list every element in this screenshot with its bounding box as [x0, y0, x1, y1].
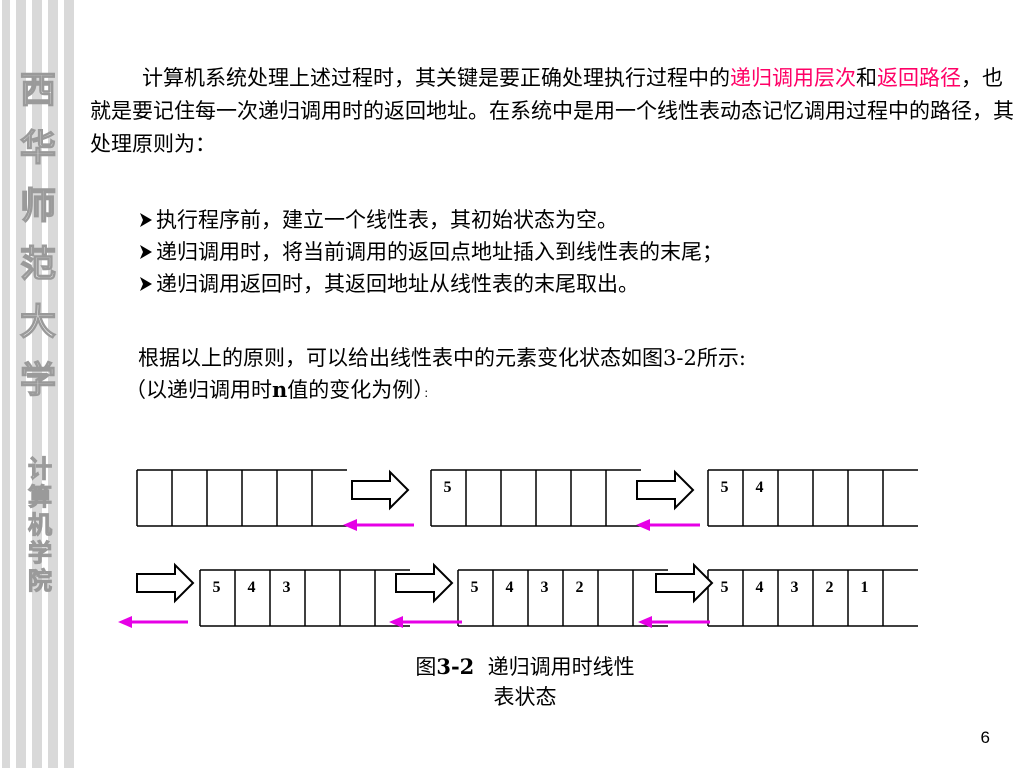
list-item-text: 执行程序前，建立一个线性表，其初始状态为空。: [156, 208, 618, 232]
table-cell-value: 5: [444, 479, 452, 496]
left-decorative-stripes: [0, 0, 80, 768]
list-item: 执行程序前，建立一个线性表，其初始状态为空。: [138, 204, 723, 236]
sidebar-char: 计: [28, 455, 53, 484]
return-arrow-icon: [389, 616, 403, 628]
caption-line-1: 图3-2 递归调用时线性: [360, 652, 690, 682]
sidebar-college-name: 计 算 机 学 院: [24, 455, 56, 596]
figure-intro-text: 根据以上的原则，可以给出线性表中的元素变化状态如图3-2所示:: [138, 346, 746, 370]
arrow-bullet-icon: [140, 245, 152, 259]
list-item-text: 递归调用返回时，其返回地址从线性表的末尾取出。: [156, 272, 639, 296]
sidebar-char: 院: [28, 567, 53, 596]
arrow-bullet-icon: [140, 213, 152, 227]
return-arrow-icon: [636, 519, 650, 531]
return-arrow-icon: [638, 616, 652, 628]
table-cell-value: 4: [248, 579, 256, 596]
return-arrow-icon: [118, 616, 132, 628]
sidebar-char: 算: [28, 483, 53, 512]
caption-title-2: 表状态: [493, 685, 557, 709]
sidebar-char: 西: [19, 69, 56, 111]
table-cell-value: 5: [721, 579, 729, 596]
highlight-recursion-level: 递归调用层次: [730, 66, 856, 90]
table-cell-value: 1: [861, 579, 869, 596]
list-item: 递归调用返回时，其返回地址从线性表的末尾取出。: [138, 268, 723, 300]
note-text-after: 值的变化为例）: [287, 378, 424, 402]
return-arrow-icon: [343, 519, 357, 531]
note-variable-n: n: [272, 377, 288, 402]
list-item-text: 递归调用时，将当前调用的返回点地址插入到线性表的末尾；: [156, 240, 723, 264]
forward-arrow-icon: [395, 562, 454, 604]
page-number: 6: [980, 728, 990, 747]
forward-arrow-icon: [351, 469, 410, 511]
table-cell-value: 4: [506, 579, 514, 596]
sidebar-char: 机: [28, 511, 53, 540]
caption-title-1: 递归调用时线性: [487, 655, 635, 679]
sidebar-char: 学: [19, 359, 56, 401]
caption-prefix: 图: [415, 655, 437, 679]
forward-arrow-icon: [136, 562, 195, 604]
table-cell-value: 2: [826, 579, 834, 596]
table-cell-value: 3: [791, 579, 799, 596]
arrow-bullet-icon: [140, 277, 152, 291]
sidebar-char: 范: [19, 243, 56, 285]
intro-text-1: 计算机系统处理上述过程时，其关键是要正确处理执行过程中的: [142, 66, 730, 90]
sidebar-char: 大: [19, 301, 56, 343]
intro-text-2: 和: [856, 66, 877, 90]
figure-intro-note: （以递归调用时n值的变化为例）：: [125, 373, 1005, 411]
table-cell-value: 3: [541, 579, 549, 596]
highlight-return-path: 返回路径: [877, 66, 961, 90]
forward-arrow-icon: [655, 562, 714, 604]
note-text-before: （以递归调用时: [125, 378, 272, 402]
note-colon: ：: [423, 389, 434, 400]
sidebar-char: 华: [19, 127, 56, 169]
intro-paragraph: 计算机系统处理上述过程时，其关键是要正确处理执行过程中的递归调用层次和返回路径，…: [90, 62, 1020, 161]
table-cell-value: 5: [471, 579, 479, 596]
sidebar-university-name: 西 华 师 范 大 学: [18, 62, 58, 410]
table-cell-value: 2: [576, 579, 584, 596]
intro-text-3: ，也就是要记住每一次递归调用时的返回地址。在系统中是用一个线性表动态记忆调用过程…: [90, 66, 1014, 156]
list-item: 递归调用时，将当前调用的返回点地址插入到线性表的末尾；: [138, 236, 723, 268]
table-cell-value: 5: [213, 579, 221, 596]
principle-list: 执行程序前，建立一个线性表，其初始状态为空。 递归调用时，将当前调用的返回点地址…: [138, 204, 723, 300]
table-cell-value: 4: [756, 479, 764, 496]
sidebar-char: 学: [28, 539, 53, 568]
caption-number: 3-2: [436, 654, 475, 679]
sidebar-char: 师: [19, 185, 56, 227]
table-cell-value: 4: [756, 579, 764, 596]
table-cell-value: 5: [721, 479, 729, 496]
figure-caption: 图3-2 递归调用时线性 表状态: [360, 652, 690, 712]
table-cell-value: 3: [283, 579, 291, 596]
forward-arrow-icon: [636, 469, 695, 511]
